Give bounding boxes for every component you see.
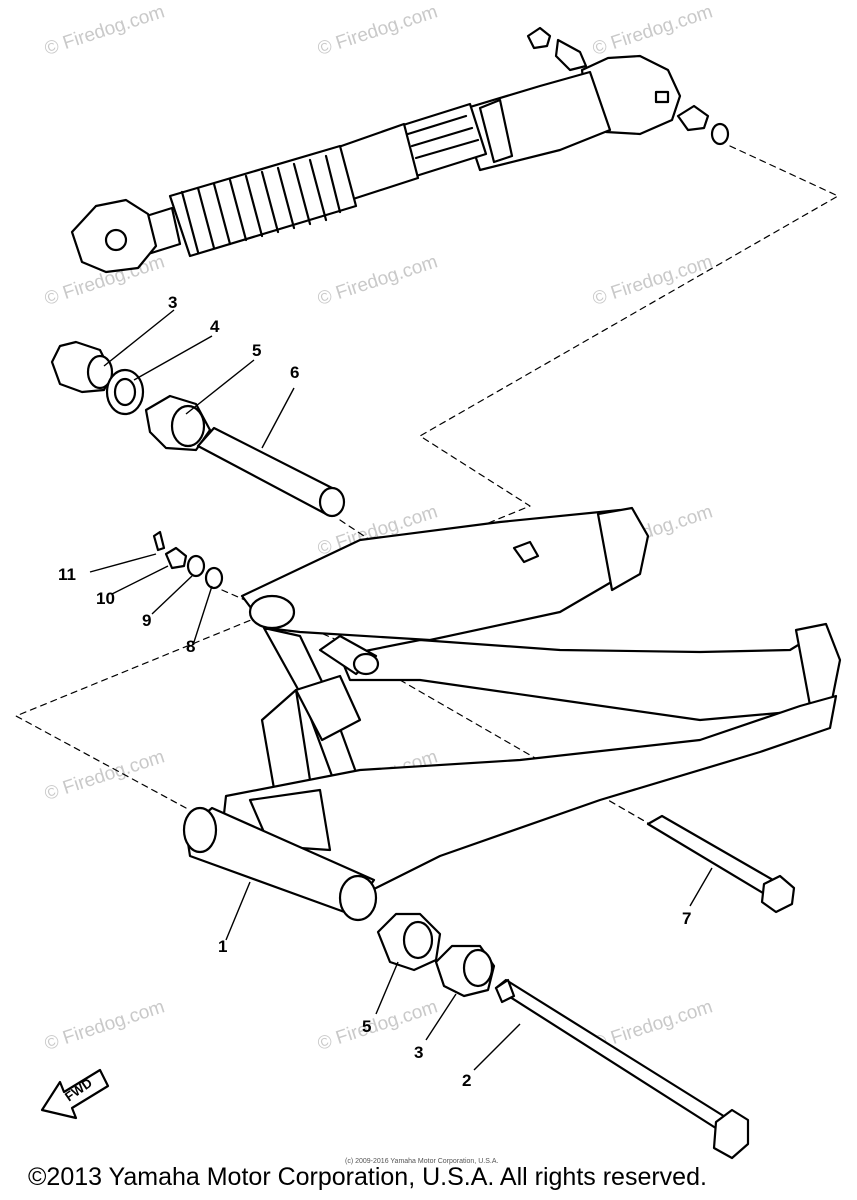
callout-6: 6 — [290, 363, 300, 382]
nut-10 — [164, 546, 188, 570]
cotter-pin-11 — [152, 530, 166, 552]
fwd-arrow-icon — [40, 1068, 110, 1120]
callout-8: 8 — [186, 637, 196, 656]
callout-7: 7 — [682, 909, 692, 928]
washer-8 — [204, 566, 224, 590]
copyright-notice: ©2013 Yamaha Motor Corporation, U.S.A. A… — [28, 1163, 707, 1191]
callout-10: 10 — [96, 589, 115, 608]
callout-2: 2 — [462, 1071, 472, 1090]
shock-top-nut — [526, 26, 552, 50]
callout-3-bottom: 3 — [414, 1043, 424, 1062]
callout-leaders — [89, 309, 713, 1071]
callout-3: 3 — [168, 293, 178, 312]
shock-spring-housing — [168, 144, 358, 258]
linkage-hardware — [152, 530, 224, 590]
shock-top-collar — [554, 38, 588, 72]
shock-right-washer — [710, 122, 730, 146]
callout-5: 5 — [252, 341, 262, 360]
shock-body-band — [478, 98, 514, 164]
swingarm — [182, 506, 842, 922]
shock-lower-eye-hole — [104, 228, 128, 252]
callout-4: 4 — [210, 317, 220, 336]
callout-5-bottom: 5 — [362, 1017, 372, 1036]
spacer-6 — [196, 426, 342, 516]
swingarm-strut-bracket — [294, 674, 362, 742]
swingarm-upper-left-arm — [240, 508, 642, 642]
callout-9: 9 — [142, 611, 152, 630]
fineprint: (c) 2009-2016 Yamaha Motor Corporation, … — [345, 1158, 499, 1165]
callout-1: 1 — [218, 937, 228, 956]
pivot-shaft-2 — [494, 978, 750, 1160]
swingarm-right-end — [794, 622, 842, 718]
pivot-bushings-right — [376, 912, 496, 998]
callout-11: 11 — [58, 565, 76, 584]
pivot-bushings-left — [50, 340, 346, 518]
bolt-7 — [646, 814, 796, 914]
washer-9 — [186, 554, 206, 578]
shock-absorber — [70, 26, 730, 274]
shock-right-bushing — [676, 104, 710, 132]
shock-eye-slot — [654, 90, 670, 104]
swingarm-upper-right-arm — [338, 626, 840, 722]
swingarm-pin — [512, 540, 540, 564]
swingarm-left-end — [596, 506, 650, 592]
